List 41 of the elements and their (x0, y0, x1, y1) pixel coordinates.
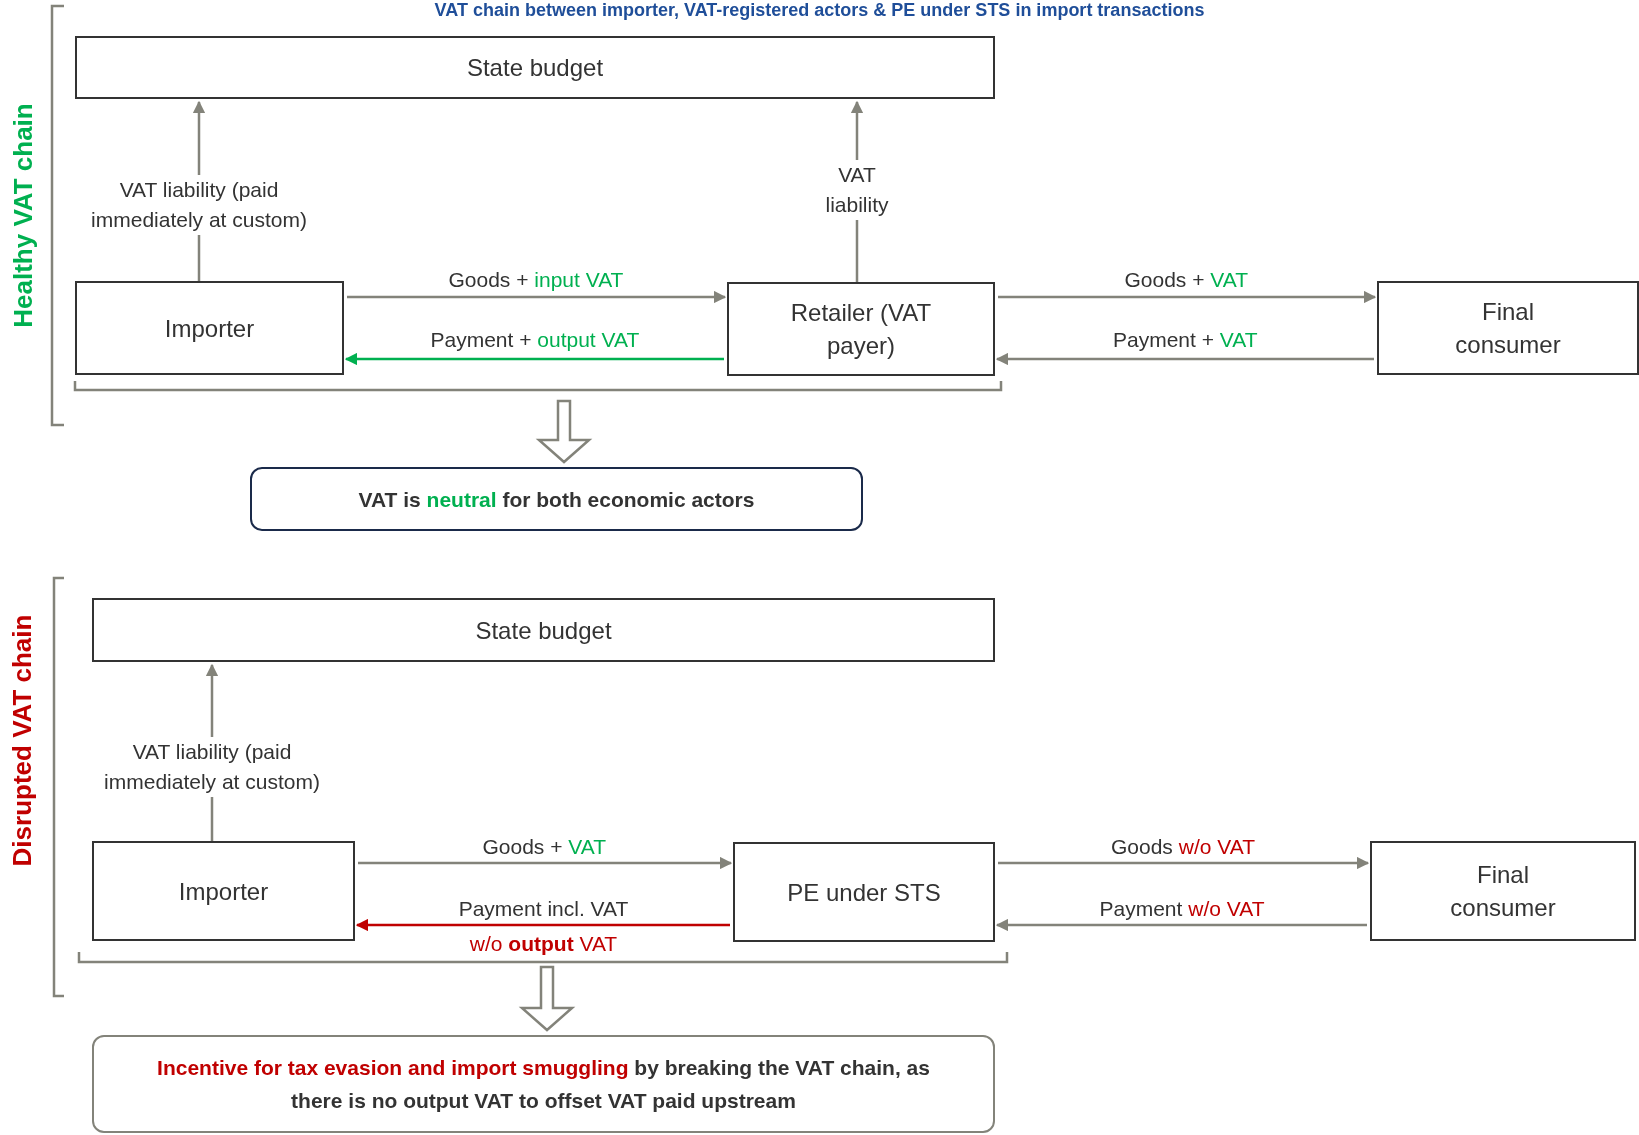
edge-label: Goods w/o VAT (1111, 834, 1255, 860)
node-label: Final consumer (1454, 297, 1562, 360)
process-box (733, 842, 995, 942)
edge-label: Goods + VAT (482, 834, 607, 860)
section-label: Healthy VAT chain (7, 102, 39, 328)
section-label: Disrupted VAT chain (7, 614, 39, 866)
process-box (75, 36, 995, 99)
node-label: State budget (475, 615, 612, 646)
arrow (355, 918, 730, 932)
arrow (358, 856, 733, 870)
edge-label: Payment incl. VAT w/o output VAT (457, 896, 630, 957)
conclusion-text: Incentive for tax evasion and import smuggling by breaking the VAT chain, as there is no output VAT to offset VAT paid upstream (156, 1055, 931, 1114)
edge-label: Goods + input VAT (448, 267, 624, 293)
arrow (347, 290, 727, 304)
conclusion-box (92, 1035, 995, 1133)
diagram-title: VAT chain between importer, VAT-registered actors & PE under STS in import transactions (433, 0, 1206, 21)
arrow (995, 918, 1367, 932)
node-label: Final consumer (1449, 860, 1557, 923)
node-label: Retailer (VAT payer) (789, 298, 933, 361)
arrow (998, 856, 1370, 870)
conclusion-box (250, 467, 863, 531)
process-box (75, 281, 344, 375)
block-arrow (518, 965, 576, 1032)
process-box (92, 598, 995, 662)
process-box (92, 841, 355, 941)
edge-label: Goods + VAT (1124, 267, 1249, 293)
edge-label: Payment w/o VAT (1099, 896, 1265, 922)
conclusion-text: VAT is neutral for both economic actors (358, 486, 755, 513)
block-arrow (535, 399, 593, 464)
node-label: PE under STS (787, 877, 941, 908)
edge-label: Payment + VAT (1113, 327, 1258, 353)
node-label: Importer (178, 876, 269, 907)
node-label: Importer (164, 313, 255, 344)
process-box (1370, 841, 1636, 941)
arrow (995, 352, 1374, 366)
arrow (998, 290, 1377, 304)
process-box (727, 282, 995, 376)
node-label: State budget (466, 53, 604, 83)
arrow (344, 352, 724, 366)
process-box (1377, 281, 1639, 375)
edge-label: Payment + output VAT (430, 327, 640, 353)
